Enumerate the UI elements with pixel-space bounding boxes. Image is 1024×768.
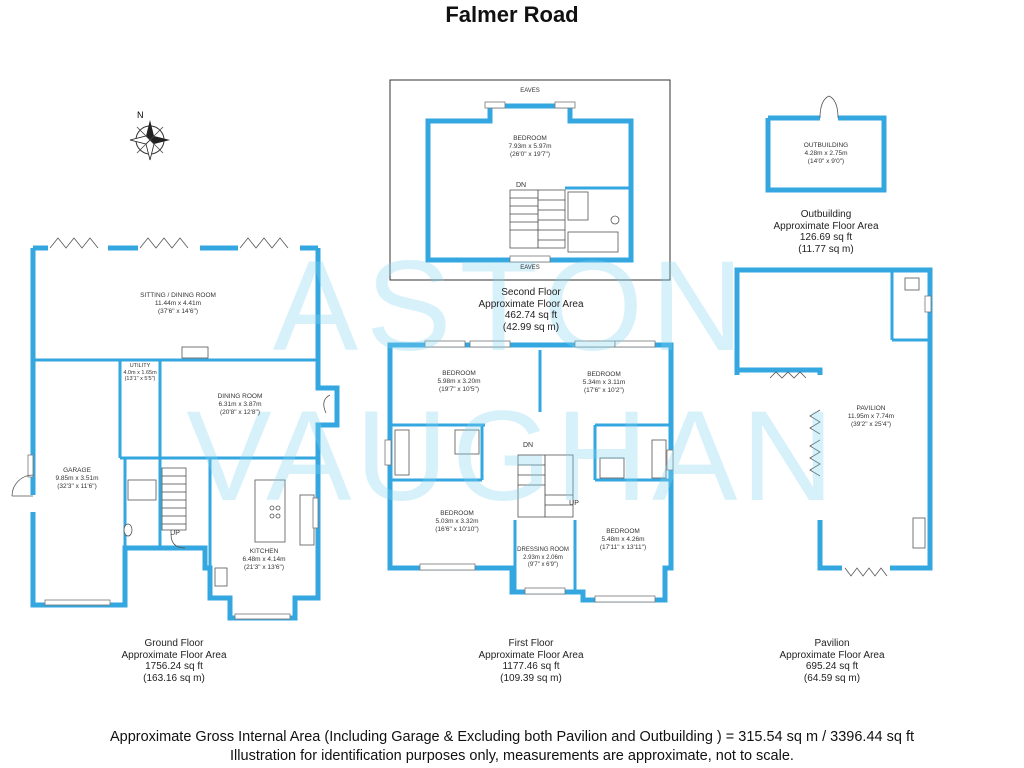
eaves-label-top: EAVES [520,88,540,94]
ground-floor-plan [11,237,340,621]
pavilion-plan [734,267,933,577]
disclaimer-note: Illustration for identification purposes… [230,748,794,764]
stairs-down-label-second: DN [515,182,527,189]
stairs-up-label-first: UP [569,500,579,507]
outbuilding-plan [765,95,887,193]
first-floor-plan [384,340,674,603]
gross-area-note: Approximate Gross Internal Area (Includi… [109,729,914,745]
eaves-label-bottom: EAVES [520,265,540,271]
second-floor-plan [389,79,671,281]
stairs-down-label-first: DN [522,442,534,449]
stairs-up-label-ground: UP [170,530,180,537]
compass-rose-icon [129,120,170,161]
page-title: Falmer Road [445,2,579,27]
compass-north-label: N [137,110,144,120]
